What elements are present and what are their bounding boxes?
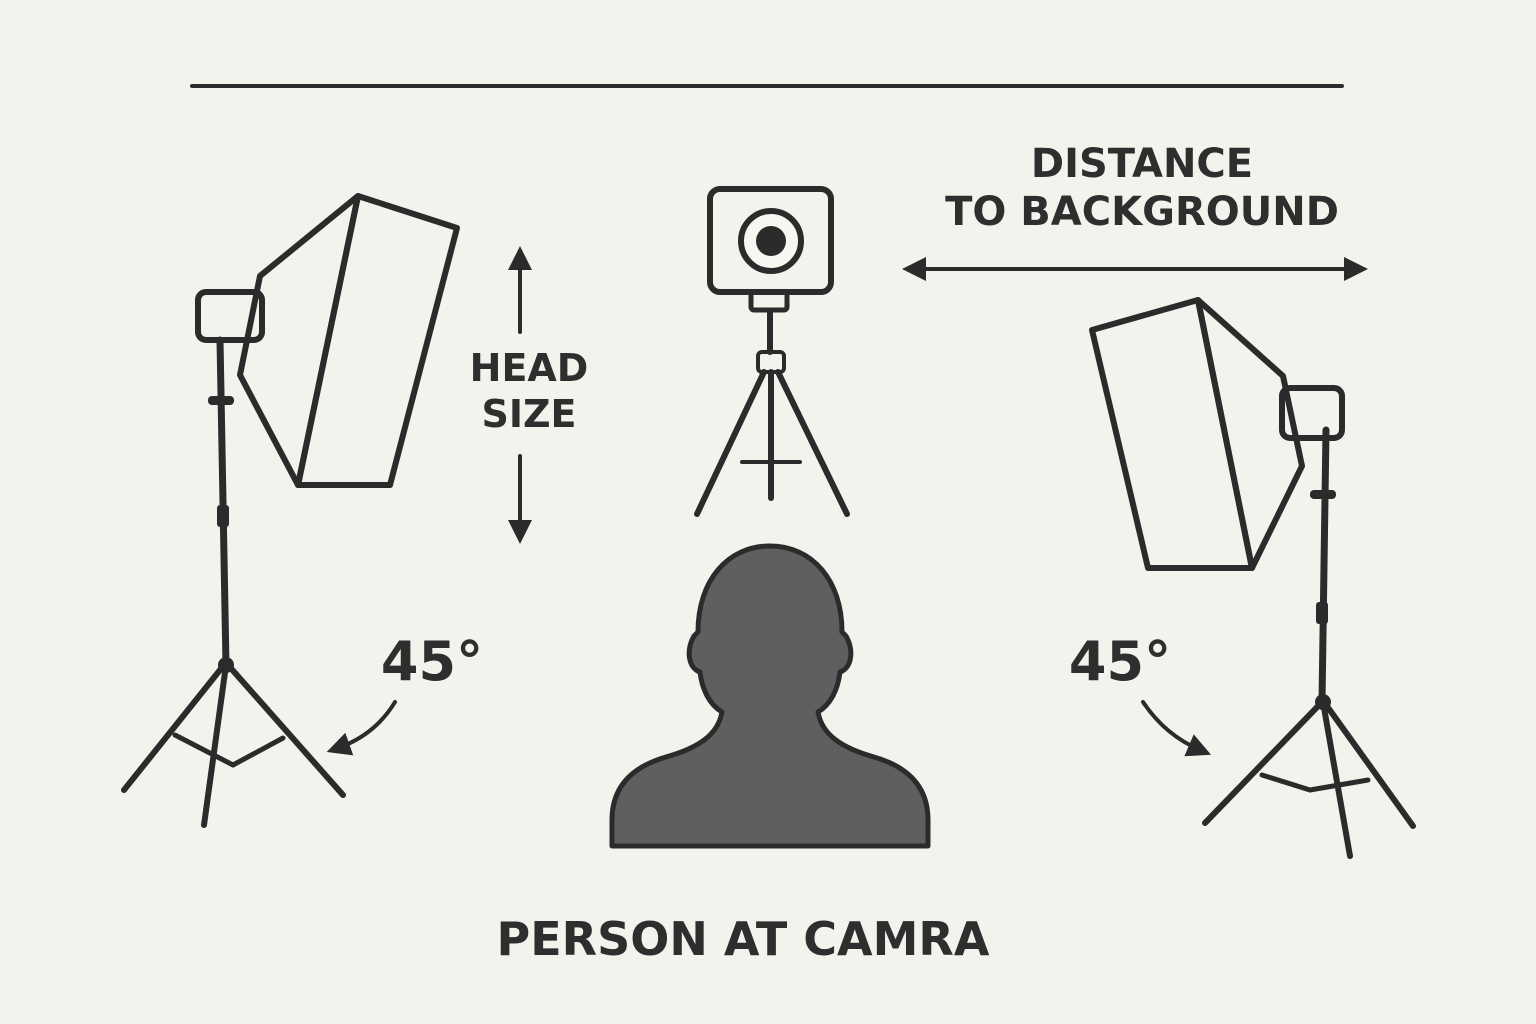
angle-right-label: 45° bbox=[1068, 630, 1172, 693]
right-angle-arrow-icon bbox=[1141, 700, 1212, 757]
right-tripod-icon bbox=[1202, 694, 1416, 859]
angle-left-label: 45° bbox=[380, 630, 484, 693]
head-size-label-line2: SIZE bbox=[481, 391, 577, 436]
left-angle-arrow-icon bbox=[326, 700, 397, 756]
camera-icon bbox=[707, 186, 834, 313]
right-softbox-light-icon bbox=[1089, 297, 1416, 859]
distance-label: DISTANCE TO BACKGROUND bbox=[920, 140, 1364, 236]
person-silhouette-icon bbox=[609, 543, 931, 849]
head-size-label-line1: HEAD bbox=[469, 346, 589, 390]
left-softbox-light-icon bbox=[121, 193, 460, 828]
left-tripod-icon bbox=[121, 657, 346, 828]
camera-tripod-icon bbox=[694, 309, 850, 517]
distance-label-line1: DISTANCE bbox=[1030, 141, 1254, 187]
head-size-label: HEAD SIZE bbox=[462, 346, 596, 437]
distance-label-line2: TO BACKGROUND bbox=[945, 189, 1339, 235]
caption: PERSON AT CAMRA bbox=[496, 912, 990, 966]
